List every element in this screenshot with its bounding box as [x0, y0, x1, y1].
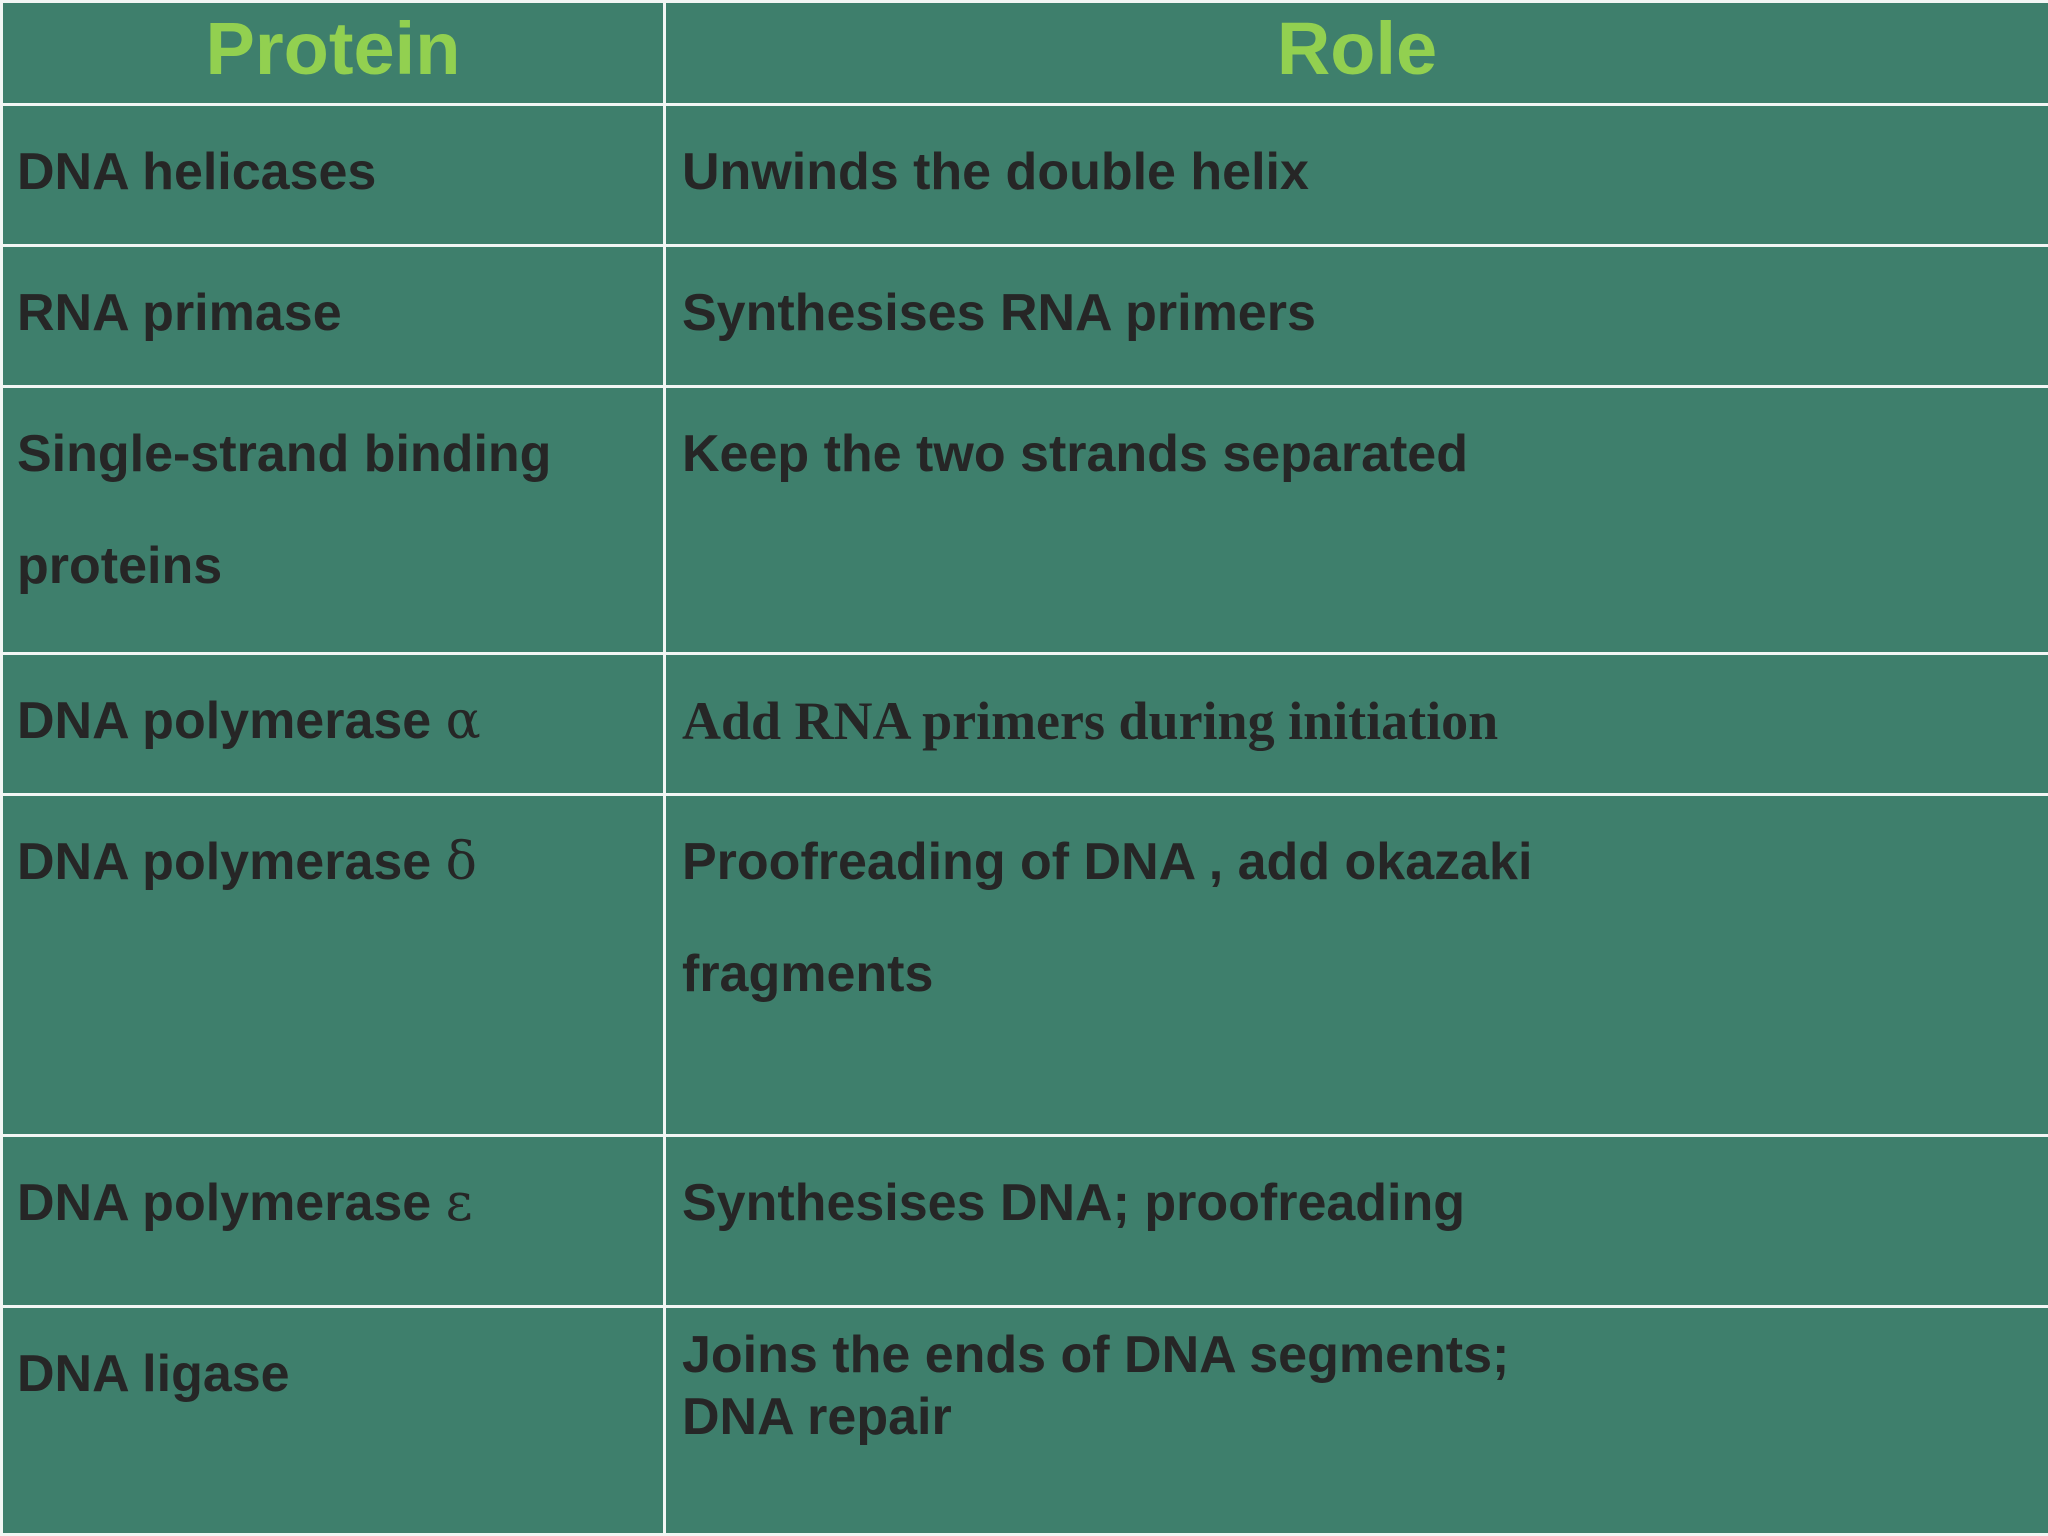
protein-name-text: DNA polymerase: [17, 832, 446, 891]
greek-symbol-delta: δ: [445, 831, 477, 892]
protein-name-text: DNA polymerase: [17, 691, 446, 750]
protein-name: RNA primase: [17, 283, 342, 342]
table-row: DNA polymerase δ Proofreading of DNA , a…: [0, 792, 2048, 1138]
table-body: DNA helicases Unwinds the double helix R…: [0, 103, 2048, 1536]
role-description: Joins the ends of DNA segments; DNA repa…: [682, 1326, 1510, 1447]
role-cell: Add RNA primers during initiation: [663, 651, 2048, 796]
role-description: Keep the two strands separated: [682, 424, 1468, 483]
table-header-row: Protein Role: [0, 0, 2048, 106]
protein-cell: DNA helicases: [0, 103, 666, 247]
greek-symbol-alpha: α: [445, 690, 481, 751]
greek-symbol-epsilon: ε: [445, 1173, 473, 1234]
protein-cell: Single-strand binding proteins: [0, 384, 666, 655]
table-row: DNA helicases Unwinds the double helix: [0, 103, 2048, 247]
role-description: Synthesises DNA; proofreading: [682, 1174, 1466, 1233]
protein-cell: DNA polymerase δ: [0, 792, 666, 1138]
protein-cell: DNA ligase: [0, 1305, 666, 1536]
table-row: Single-strand binding proteins Keep the …: [0, 384, 2048, 655]
role-cell: Synthesises RNA primers: [663, 243, 2048, 388]
role-cell: Unwinds the double helix: [663, 103, 2048, 247]
protein-cell: RNA primase: [0, 243, 666, 388]
table-header: Protein Role: [0, 0, 2048, 106]
protein-cell: DNA polymerase α: [0, 651, 666, 796]
table-row: RNA primase Synthesises RNA primers: [0, 243, 2048, 388]
column-header-protein-label: Protein: [205, 7, 461, 90]
protein-name: DNA polymerase α: [3, 655, 663, 777]
table-row: DNA ligase Joins the ends of DNA segment…: [0, 1305, 2048, 1536]
protein-name: Single-strand binding proteins: [17, 424, 552, 595]
role-cell: Joins the ends of DNA segments; DNA repa…: [663, 1305, 2048, 1536]
role-cell: Synthesises DNA; proofreading: [663, 1134, 2048, 1309]
protein-cell: DNA polymerase ε: [0, 1134, 666, 1309]
protein-name: DNA helicases: [17, 143, 377, 201]
protein-name-text: DNA polymerase: [17, 1174, 446, 1233]
column-header-role: Role: [663, 0, 2048, 106]
column-header-role-label: Role: [1276, 7, 1438, 90]
protein-name: DNA polymerase ε: [3, 1137, 663, 1259]
protein-name: DNA ligase: [17, 1345, 290, 1404]
protein-name: DNA polymerase δ: [3, 796, 663, 918]
role-description: Add RNA primers during initiation: [682, 690, 1499, 751]
role-cell: Proofreading of DNA , add okazaki fragme…: [663, 792, 2048, 1138]
table-row: DNA polymerase α Add RNA primers during …: [0, 651, 2048, 796]
role-cell: Keep the two strands separated: [663, 384, 2048, 655]
column-header-protein: Protein: [0, 0, 666, 106]
table-row: DNA polymerase ε Synthesises DNA; proofr…: [0, 1134, 2048, 1309]
role-description: Unwinds the double helix: [682, 143, 1309, 201]
role-description: Synthesises RNA primers: [682, 283, 1316, 342]
role-description: Proofreading of DNA , add okazaki fragme…: [682, 832, 1533, 1003]
